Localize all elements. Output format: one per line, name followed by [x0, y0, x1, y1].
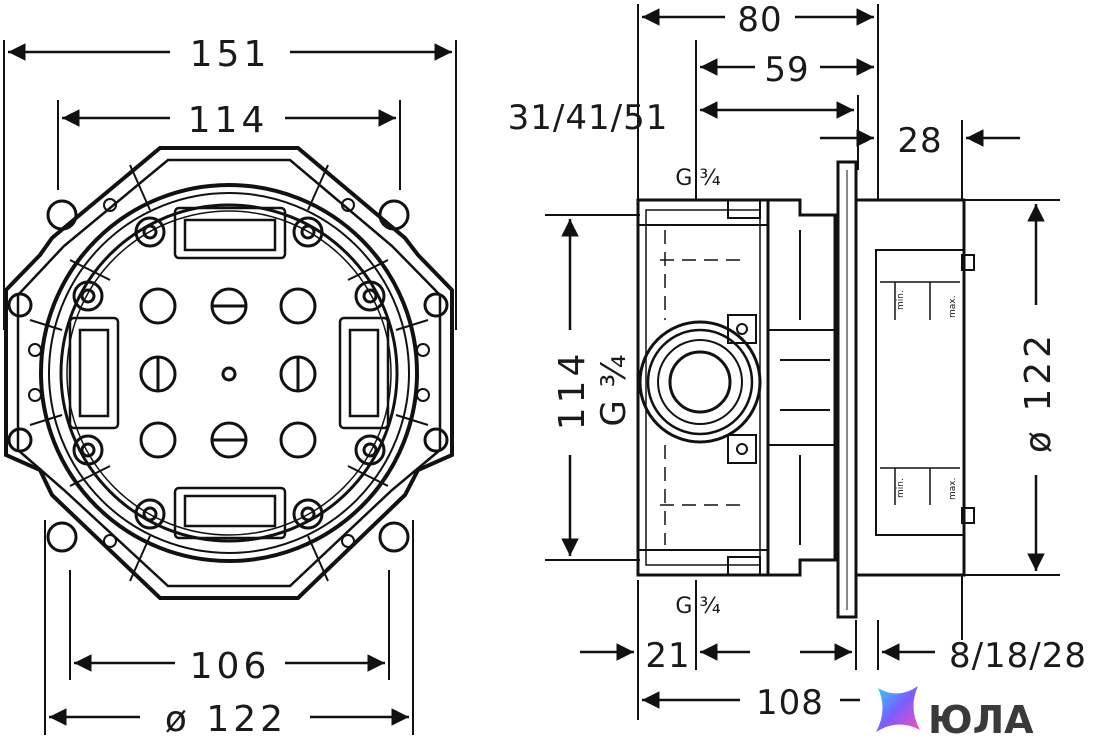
- dim-114-top-label: 114: [188, 100, 269, 141]
- dim-106-label: 106: [190, 646, 271, 687]
- thread-top-label: G ¾: [675, 166, 720, 191]
- thread-bottom-label: G ¾: [675, 594, 720, 619]
- dim-21-label: 21: [645, 636, 690, 676]
- dim-59-label: 59: [764, 50, 809, 90]
- max-lower-mark: max.: [948, 478, 958, 500]
- dim-8-18-28-label: 8/18/28: [949, 636, 1087, 676]
- dim-108-label: 108: [756, 683, 824, 723]
- max-upper-mark: max.: [948, 296, 958, 318]
- dim-122-vertical-label: ø 122: [1018, 331, 1059, 453]
- dim-31-41-51-label: 31/41/51: [508, 98, 669, 138]
- dim-28-top-label: 28: [897, 121, 942, 161]
- front-view: [3, 40, 457, 735]
- side-view: [545, 4, 1060, 720]
- min-upper-mark: min.: [896, 290, 906, 310]
- thread-mid-label: G ¾: [594, 353, 634, 426]
- brand-watermark: ЮЛА: [876, 686, 1034, 742]
- brand-logo-icon: [876, 686, 920, 732]
- min-lower-mark: min.: [896, 478, 906, 498]
- dim-122-bottom-label: ø 122: [165, 699, 287, 740]
- dim-80-label: 80: [737, 0, 782, 40]
- brand-name: ЮЛА: [928, 698, 1034, 742]
- dim-151-label: 151: [190, 34, 271, 75]
- dim-114-vertical-label: 114: [552, 350, 593, 431]
